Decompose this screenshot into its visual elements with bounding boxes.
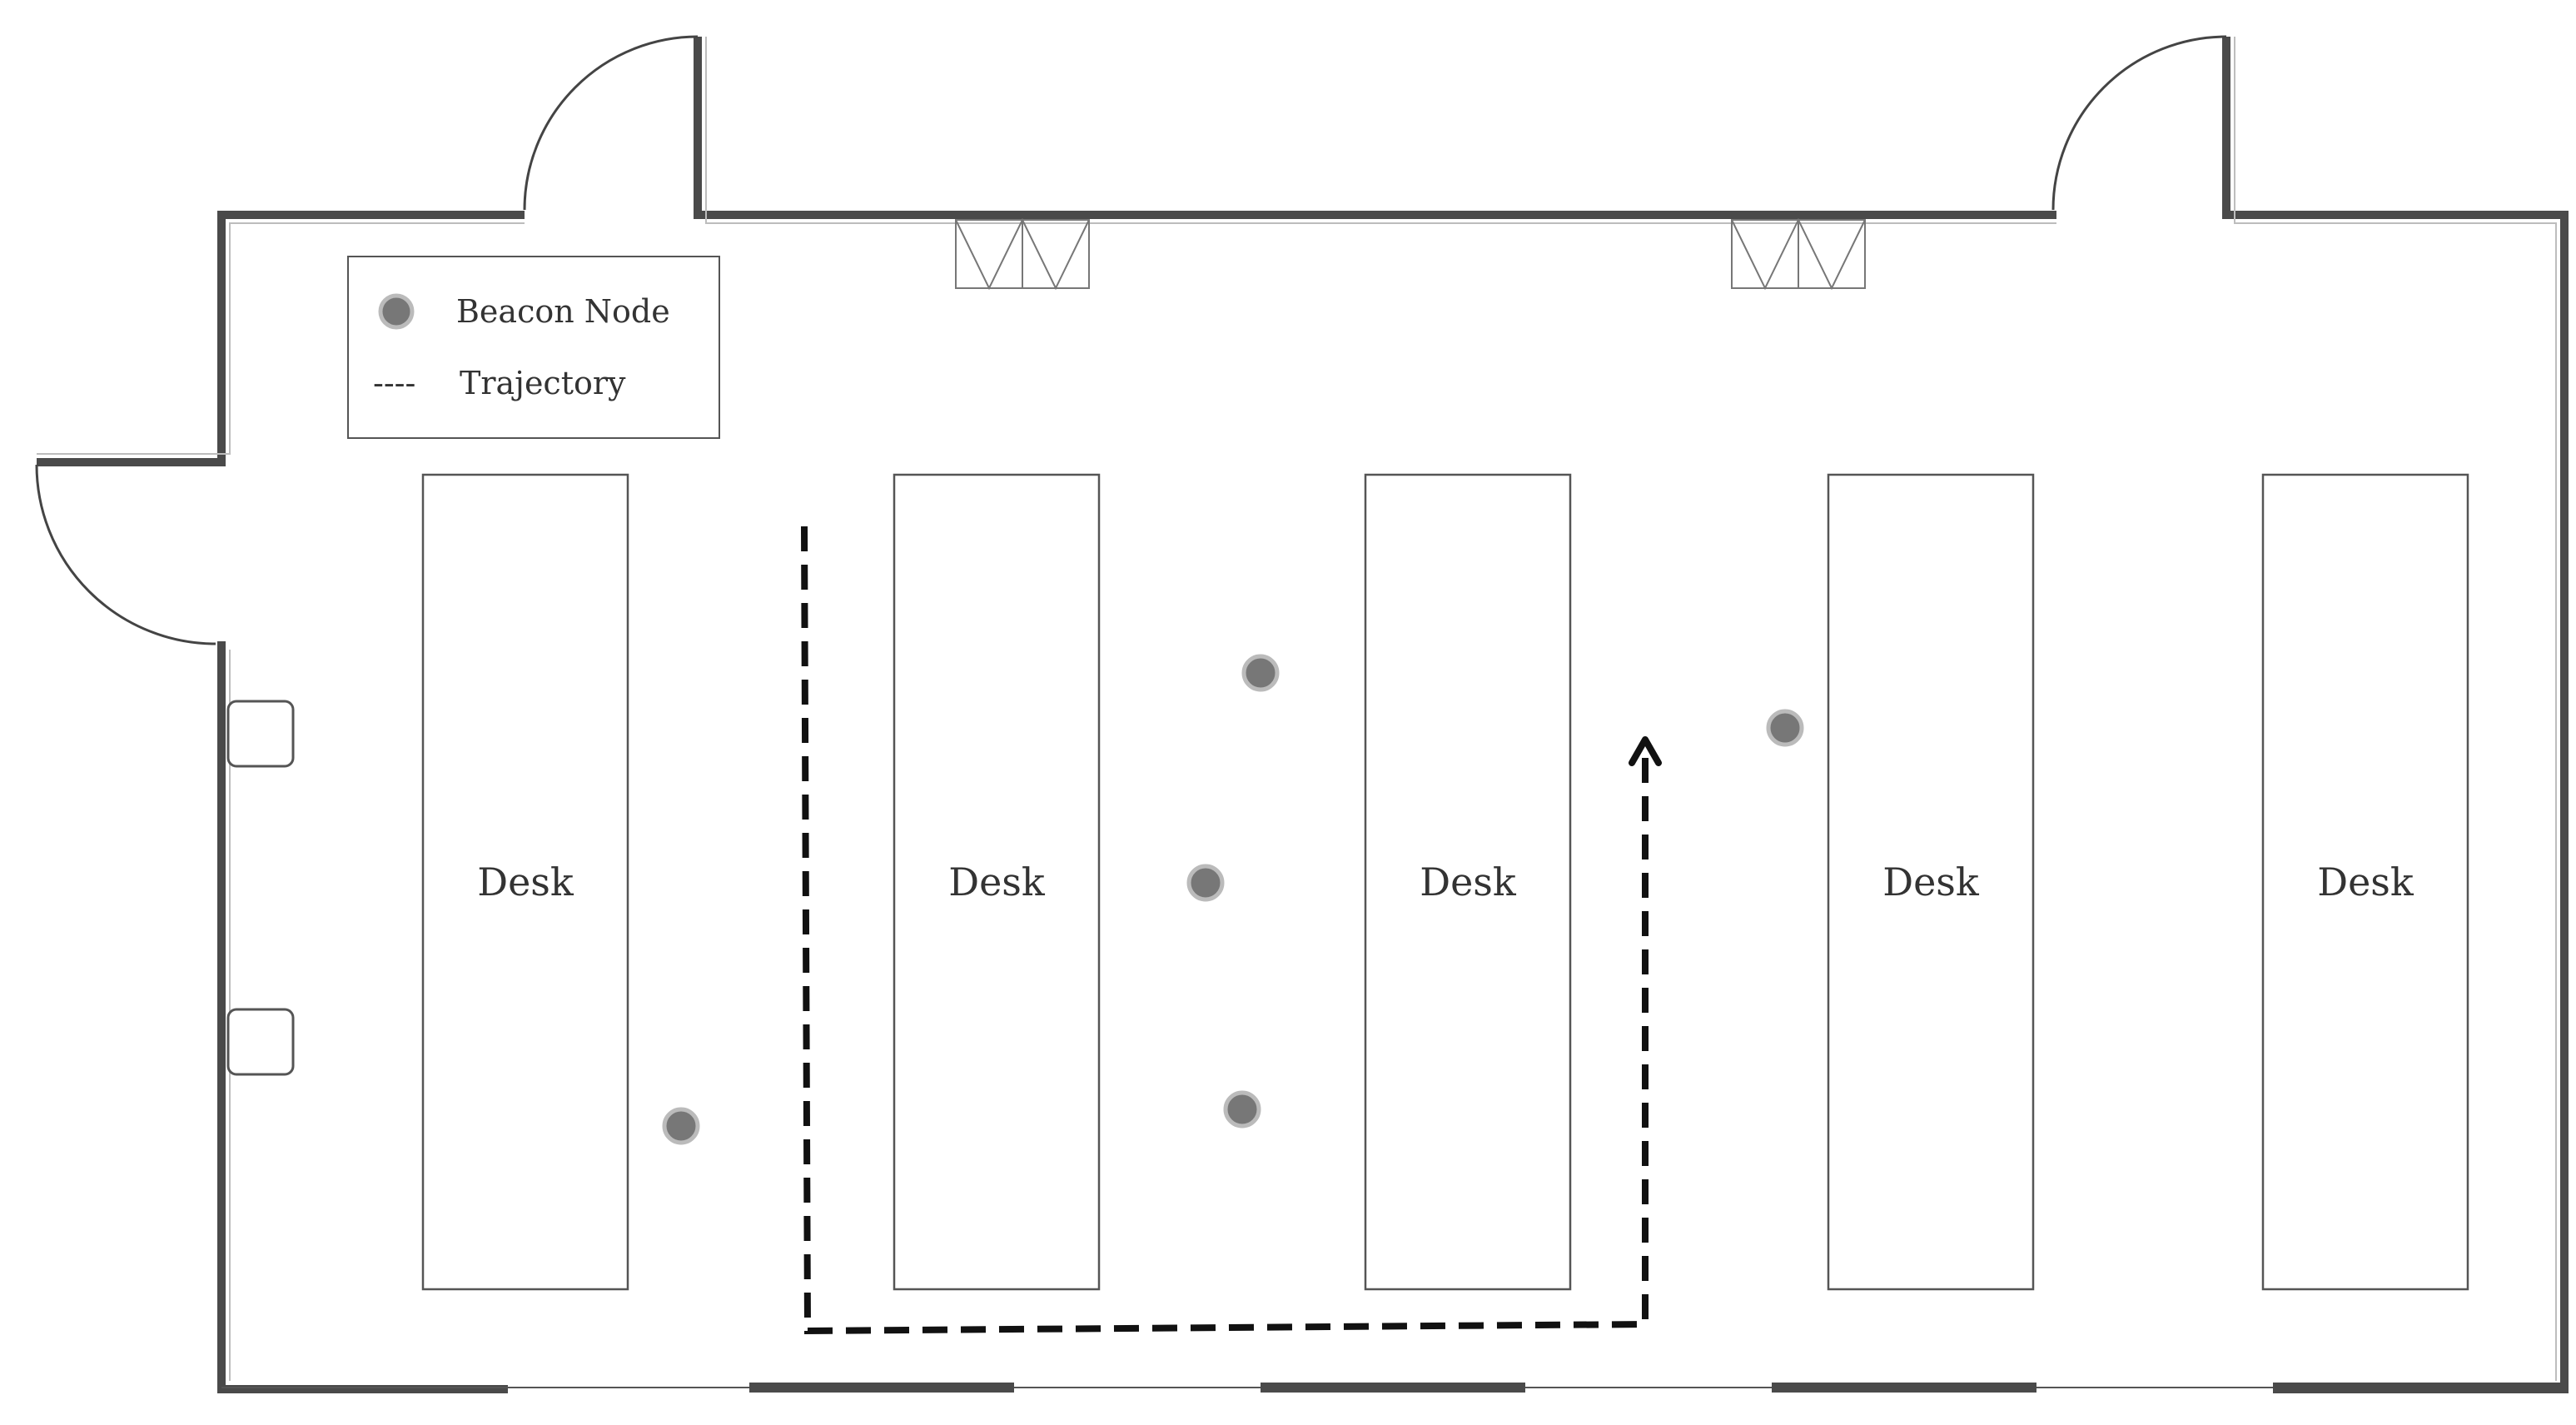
legend-beacon-label: Beacon Node bbox=[456, 293, 670, 330]
beacon-node-2 bbox=[1241, 654, 1280, 692]
desk-1 bbox=[421, 473, 629, 1291]
fixture-upper bbox=[226, 700, 295, 768]
desk-5 bbox=[2261, 473, 2469, 1291]
trajectory-path bbox=[801, 526, 1649, 1335]
wall-segment-1 bbox=[749, 1383, 1014, 1393]
wall-segment-3 bbox=[1772, 1383, 2036, 1393]
desk-label-4: Desk bbox=[1882, 859, 1980, 904]
door-arc-top-left bbox=[523, 35, 699, 211]
desk-4 bbox=[1827, 473, 2035, 1291]
desk-label-1: Desk bbox=[477, 859, 574, 904]
legend-trajectory-symbol: ---- bbox=[373, 365, 415, 401]
beacon-node-4 bbox=[1223, 1090, 1261, 1129]
doors bbox=[35, 35, 2227, 645]
beacon-node-3 bbox=[1186, 864, 1225, 902]
desks bbox=[421, 473, 2469, 1291]
wall-inner-lines bbox=[37, 37, 2557, 1381]
wall-inner-right bbox=[2234, 37, 2557, 1381]
wall-segment-4 bbox=[2273, 1383, 2564, 1393]
legend-trajectory-label: Trajectory bbox=[460, 365, 626, 401]
desk-2 bbox=[893, 473, 1101, 1291]
door-arc-left bbox=[35, 464, 216, 645]
wall-inner-top-mid bbox=[705, 37, 2056, 224]
bottom-wall bbox=[221, 1383, 2564, 1393]
fixture-lower bbox=[226, 1008, 295, 1076]
wall-segment-2 bbox=[1261, 1383, 1525, 1393]
wall-top-left bbox=[37, 211, 525, 466]
trajectory-arrow-head bbox=[1629, 736, 1662, 766]
desk-label-2: Desk bbox=[948, 859, 1046, 904]
desk-labels: Desk Desk Desk Desk Desk bbox=[477, 859, 2414, 904]
door-arc-top-right bbox=[2051, 35, 2227, 211]
legend-beacon-icon bbox=[378, 293, 415, 330]
vent-right bbox=[1731, 217, 1866, 291]
desk-3 bbox=[1364, 473, 1572, 1291]
beacon-nodes bbox=[662, 654, 1804, 1145]
vent-left bbox=[955, 217, 1090, 291]
legend-box bbox=[347, 256, 720, 439]
wall-inner-top-left bbox=[37, 222, 525, 455]
vents bbox=[955, 217, 1866, 291]
room-walls bbox=[37, 37, 2569, 1393]
legend: Beacon Node ---- Trajectory bbox=[347, 256, 720, 439]
desk-label-3: Desk bbox=[1420, 859, 1517, 904]
wall-fixtures bbox=[226, 700, 295, 1076]
beacon-node-1 bbox=[662, 1107, 700, 1145]
wall-left-lower bbox=[217, 641, 508, 1393]
wall-top-middle bbox=[694, 37, 2056, 219]
desk-label-5: Desk bbox=[2317, 859, 2414, 904]
beacon-node-5 bbox=[1766, 709, 1804, 747]
trajectory bbox=[801, 526, 1662, 1335]
